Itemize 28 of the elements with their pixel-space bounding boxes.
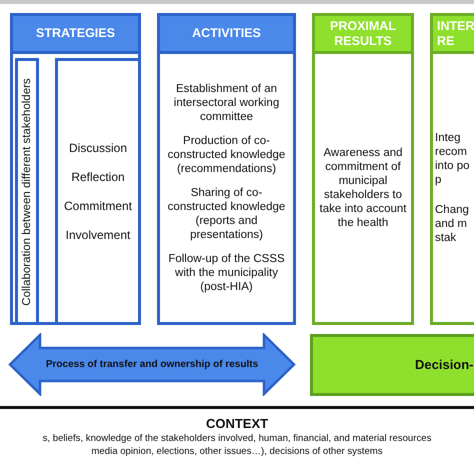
header-text: PROXIMAL RESULTS bbox=[329, 18, 397, 48]
header-text: INTER RE bbox=[437, 18, 474, 48]
result-bar bbox=[310, 334, 474, 396]
column-text: Production of co-constructed knowledge (recommendations) bbox=[166, 134, 286, 176]
column-text: Establishment of an intersectoral working committee bbox=[172, 82, 280, 124]
list-text: Involvement bbox=[66, 228, 130, 242]
column-panel bbox=[157, 13, 296, 325]
column-text: Sharing of co-constructed knowledge (reports and presentations) bbox=[166, 186, 286, 242]
rotated-text: Collaboration between different stakeholders bbox=[20, 78, 34, 306]
context-text: media opinion, elections, other issues…), decisions of other systems bbox=[91, 445, 383, 458]
context-heading: CONTEXT bbox=[206, 416, 268, 432]
list-box bbox=[55, 58, 141, 325]
column-text: Awareness and commitment of municipal stakeholders to take into account the health bbox=[318, 146, 408, 230]
arrow-text: Process of transfer and ownership of results bbox=[46, 358, 258, 372]
column-panel bbox=[10, 13, 141, 325]
side-box bbox=[15, 58, 39, 325]
header-text: STRATEGIES bbox=[36, 26, 115, 41]
column-panel bbox=[430, 13, 474, 325]
header-text: ACTIVITIES bbox=[192, 26, 261, 41]
list-text: Reflection bbox=[71, 170, 125, 184]
list-text: Commitment bbox=[64, 199, 132, 213]
list-text: Discussion bbox=[68, 141, 128, 155]
bar-text: Decision- bbox=[415, 356, 474, 374]
context-text: s, beliefs, knowledge of the stakeholders involved, human, financial, and material resources bbox=[42, 432, 432, 445]
column-text: Integ recom into po p bbox=[435, 131, 471, 187]
column-text: Chang and m stak bbox=[435, 203, 470, 245]
column-text: Follow-up of the CSSS with the municipality (post-HIA) bbox=[167, 252, 286, 294]
column-panel bbox=[312, 13, 414, 325]
